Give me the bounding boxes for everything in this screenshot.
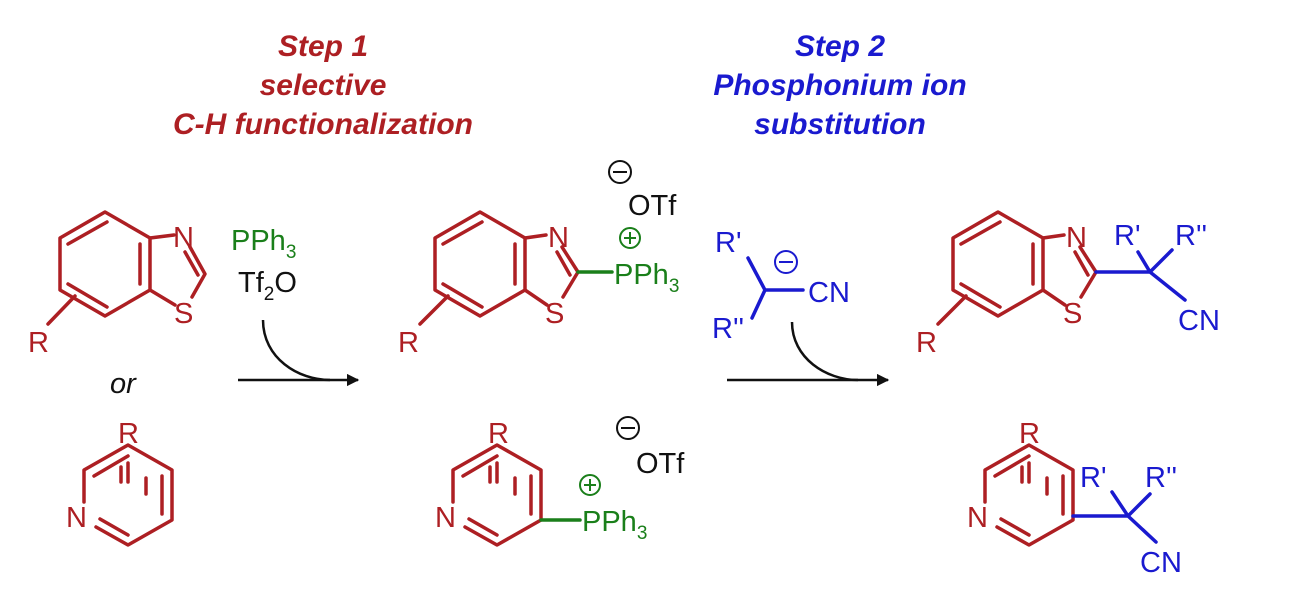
r-group: R xyxy=(398,327,419,359)
r-group: R xyxy=(916,327,937,359)
atom-s: S xyxy=(174,298,193,330)
product-r-double-prime: R'' xyxy=(1145,462,1177,494)
reagent-pph3: PPh3 xyxy=(231,225,296,263)
step1-line2: C-H functionalization xyxy=(173,108,473,141)
nucleophile-r-prime: R' xyxy=(715,227,741,259)
step1-title: Step 1 xyxy=(278,30,368,63)
pyridine-product xyxy=(983,443,1075,547)
phosphonium-pph3: PPh3 xyxy=(614,259,679,297)
atom-n: N xyxy=(66,502,87,534)
benzothiazole-product xyxy=(936,210,1098,326)
reagent-tf2o: Tf2O xyxy=(238,267,297,305)
atom-n: N xyxy=(967,502,988,534)
counterion-otf: OTf xyxy=(636,448,685,480)
atom-n: N xyxy=(1066,222,1087,254)
or-connector: or xyxy=(110,368,137,400)
plus-circle-icon xyxy=(619,227,641,249)
minus-circle-icon xyxy=(608,160,632,184)
minus-circle-icon xyxy=(616,416,640,440)
minus-circle-icon xyxy=(774,250,798,274)
r-group: R xyxy=(118,418,139,450)
pyridine-start xyxy=(82,443,174,547)
curved-reaction-arrow-icon xyxy=(727,321,890,387)
benzothiazole-start xyxy=(46,210,207,326)
r-group: R xyxy=(488,418,509,450)
r-group: R xyxy=(1019,418,1040,450)
product-cn: CN xyxy=(1140,547,1182,579)
atom-n: N xyxy=(173,222,194,254)
nucleophile-cn: CN xyxy=(808,277,850,309)
curved-reaction-arrow-icon xyxy=(238,319,360,387)
atom-s: S xyxy=(545,298,564,330)
product-side-chain xyxy=(1071,490,1158,544)
product-r-prime: R' xyxy=(1080,462,1106,494)
step2-line1: Phosphonium ion xyxy=(713,69,966,102)
step2-line2: substitution xyxy=(754,108,926,141)
step2-header: Step 2 Phosphonium ion substitution xyxy=(713,30,966,141)
benzothiazole-intermediate xyxy=(418,210,580,326)
product-r-double-prime: R'' xyxy=(1175,220,1207,252)
atom-s: S xyxy=(1063,298,1082,330)
step1-header: Step 1 selective C-H functionalization xyxy=(173,30,473,141)
counterion-otf: OTf xyxy=(628,190,677,222)
step2-title: Step 2 xyxy=(795,30,885,63)
phosphonium-pph3: PPh3 xyxy=(582,506,647,544)
atom-n: N xyxy=(435,502,456,534)
step1-line1: selective xyxy=(260,69,387,102)
pyridine-intermediate xyxy=(451,443,543,547)
atom-n: N xyxy=(548,222,569,254)
carbanion xyxy=(746,256,805,320)
r-group: R xyxy=(28,327,49,359)
nucleophile-r-double-prime: R'' xyxy=(712,313,744,345)
product-r-prime: R' xyxy=(1114,220,1140,252)
product-cn: CN xyxy=(1178,305,1220,337)
product-side-chain xyxy=(1094,248,1187,302)
plus-circle-icon xyxy=(579,474,601,496)
